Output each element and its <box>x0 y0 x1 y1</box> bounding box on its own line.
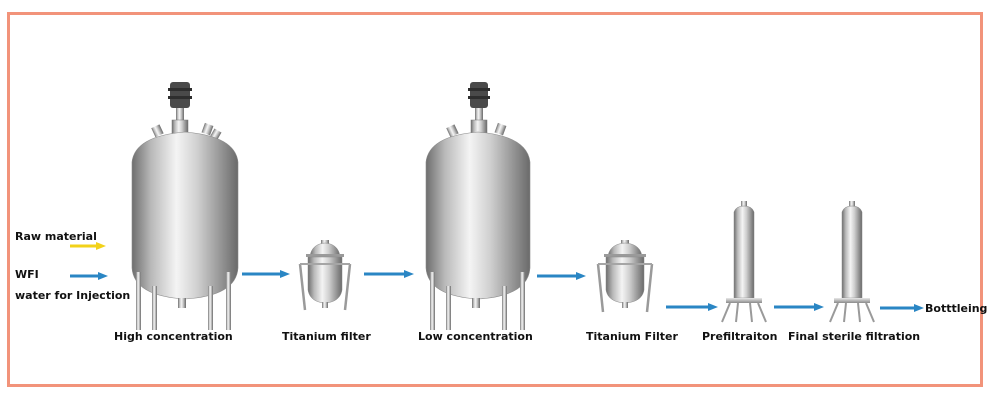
prefiltration-label: Prefiltraiton <box>702 330 778 343</box>
flow-arrow-6 <box>880 304 924 312</box>
water-for-injection-label: water for Injection <box>15 289 131 302</box>
low-concentration-label: Low concentration <box>418 330 533 343</box>
flow-arrow-1 <box>242 270 290 278</box>
low-concentration-tank <box>425 82 531 330</box>
final-sterile-filtration-cartridge <box>829 201 875 323</box>
flow-arrow-5 <box>774 303 824 311</box>
high-concentration-label: High concentration <box>114 330 233 343</box>
wfi-arrow <box>70 272 108 280</box>
titanium-filter-2-vessel <box>596 240 654 313</box>
bottling-label: Botttleing <box>925 302 988 315</box>
titanium-filter-1-label: Titanium filter <box>282 330 371 343</box>
titanium-filter-2-label: Titanium Filter <box>586 330 678 343</box>
high-concentration-tank <box>131 82 239 330</box>
wfi-label: WFI <box>15 268 39 281</box>
final-sterile-filtration-label: Final sterile filtration <box>788 330 921 343</box>
diagram-frame <box>7 12 983 387</box>
flow-arrow-4 <box>666 303 718 311</box>
raw-material-label: Raw material <box>15 230 97 243</box>
flow-arrow-3 <box>537 272 586 280</box>
flow-arrow-2 <box>364 270 414 278</box>
prefiltration-cartridge <box>721 201 767 323</box>
raw-material-arrow <box>70 242 106 250</box>
titanium-filter-1-vessel <box>298 240 352 311</box>
